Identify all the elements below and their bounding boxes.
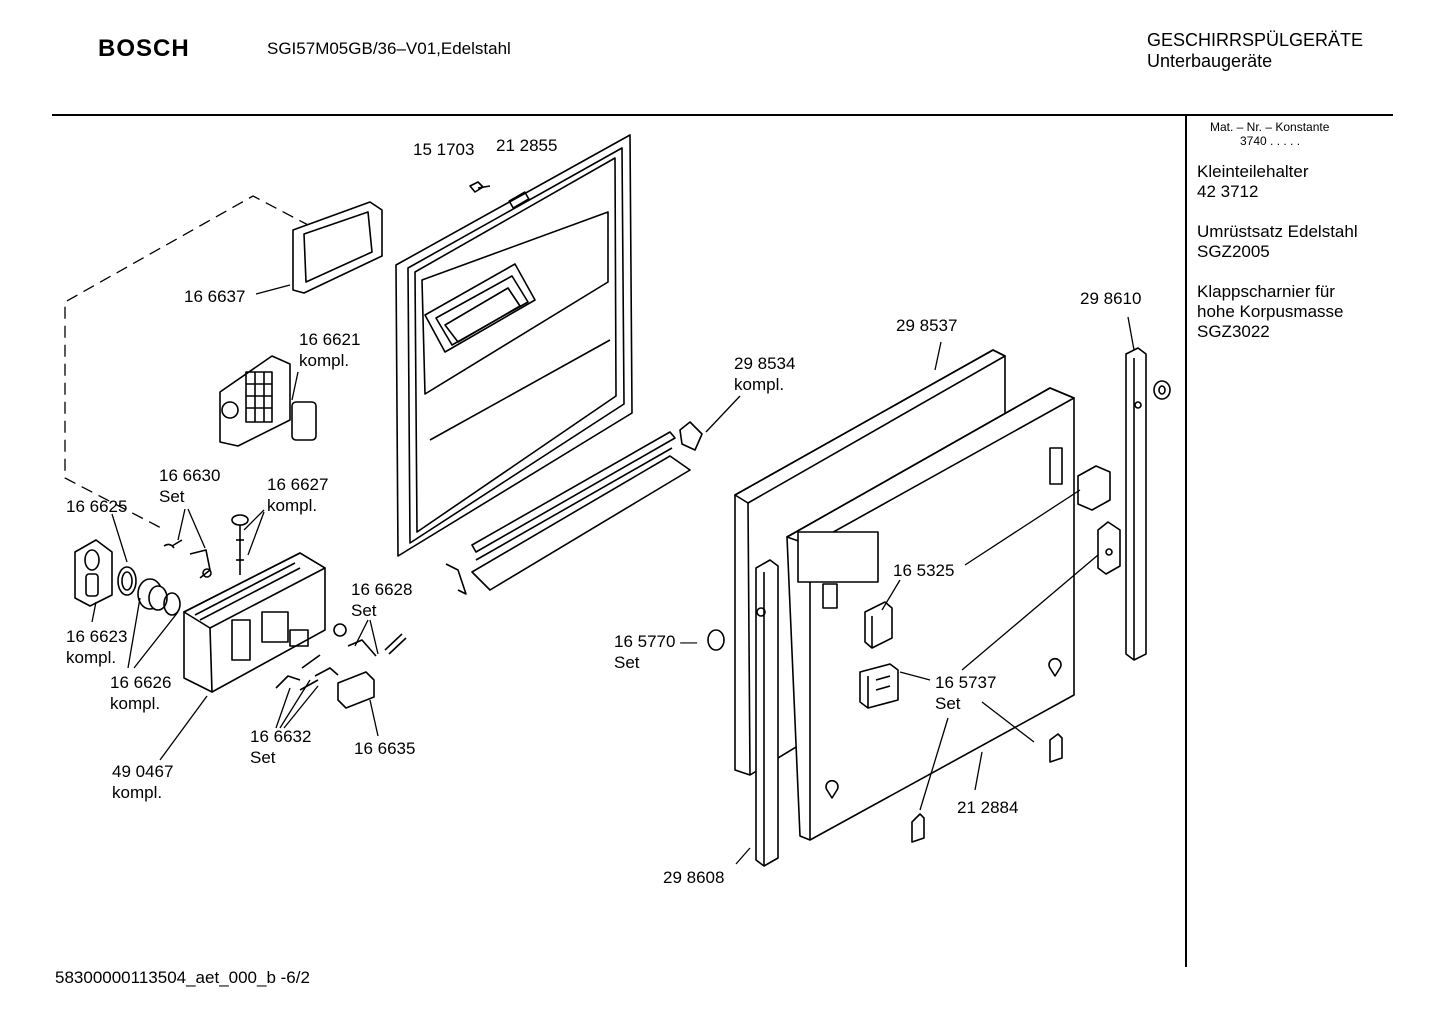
exploded-parts-diagram: 15 1703 21 2855 16 6637 16 6621 kompl. 1… [64,134,1171,887]
part-labels: 15 1703 21 2855 16 6637 16 6621 kompl. 1… [66,136,1141,887]
latch-part [864,601,893,649]
sidebar-item-umruestsatz: Umrüstsatz Edelstahl SGZ2005 [1197,222,1358,262]
sidebar-item-kleinteilehalter: Kleinteilehalter 42 3712 [1197,162,1309,202]
label-166626-sub: kompl. [110,694,160,713]
mat-value: 3740 . . . . . [1240,134,1301,148]
label-166621: 16 6621 [299,330,360,349]
label-165737: 16 5737 [935,673,996,692]
document-code: 58300000113504_aet_000_b -6/2 [55,968,310,987]
assembly-dashed-outline [64,195,311,531]
category-title: GESCHIRRSPÜLGERÄTE Unterbaugeräte [1147,30,1363,72]
label-166627: 16 6627 [267,475,328,494]
label-166626: 16 6626 [110,673,171,692]
label-166623: 16 6623 [66,627,127,646]
label-212884: 21 2884 [957,798,1018,817]
inner-door-panel [395,134,633,557]
hook-part [445,563,467,595]
label-166630: 16 6630 [159,466,220,485]
sidebar-item-code: 42 3712 [1197,182,1259,201]
label-166637: 16 6637 [184,287,245,306]
plug-cap [707,629,725,651]
mounting-frame [786,387,1075,841]
label-166627-sub: kompl. [267,496,317,515]
label-166632-sub: Set [250,748,276,767]
label-166635: 16 6635 [354,739,415,758]
side-trim-left [755,559,779,867]
mat-constant: Mat. – Nr. – Konstante 3740 . . . . . [1210,120,1329,148]
label-166623-sub: kompl. [66,648,116,667]
switch-part [337,671,375,709]
clip-part-right [1077,465,1111,511]
label-166625: 16 6625 [66,497,127,516]
label-165737-sub: Set [935,694,961,713]
label-165770-sub: Set [614,653,640,672]
label-166630-sub: Set [159,487,185,506]
model-number: SGI57M05GB/36–V01,Edelstahl [267,39,511,58]
sidebar-item-title: Klappscharnier für [1197,282,1335,301]
label-166628-sub: Set [351,601,377,620]
label-298610: 29 8610 [1080,289,1141,308]
category-line-1: GESCHIRRSPÜLGERÄTE [1147,30,1364,50]
pin-screw [231,514,249,575]
sidebar-item-title: Umrüstsatz Edelstahl [1197,222,1358,241]
hinge-block [859,663,899,709]
brand-logo: BOSCH [98,35,190,62]
header-divider [52,114,1393,116]
leader-lines [91,284,1135,865]
small-seal [291,401,317,441]
label-298608: 29 8608 [663,868,724,887]
screw-icon [469,181,491,193]
label-166632: 16 6632 [250,727,311,746]
cap-nut-icon [1153,380,1171,400]
sidebar-item-subtitle: hohe Korpusmasse [1197,302,1344,321]
clip-part-lower [1097,521,1121,575]
seal-frame [292,201,383,294]
sidebar-item-code: SGZ2005 [1197,242,1270,261]
cylinder-insert [137,578,181,616]
label-298534: 29 8534 [734,354,795,373]
dispenser-housing [183,552,326,693]
label-298537: 29 8537 [896,316,957,335]
lever-part [163,539,212,579]
label-151703: 15 1703 [413,140,474,159]
label-165325: 16 5325 [893,561,954,580]
o-ring-icon [117,566,137,596]
label-490467-sub: kompl. [112,783,162,802]
label-166621-sub: kompl. [299,351,349,370]
category-line-2: Unterbaugeräte [1147,51,1273,71]
dispenser-cover [219,355,291,447]
dispenser-knob [74,539,113,607]
label-166628: 16 6628 [351,580,412,599]
bracket-icon [679,421,703,451]
door-handle-strip [471,431,691,591]
side-trim-right [1125,347,1147,661]
tab-bracket-lower [911,733,1063,843]
mat-label: Mat. – Nr. – Konstante [1210,120,1330,134]
spring-parts [275,623,407,691]
label-165770: 16 5770 — [614,632,697,651]
label-298534-sub: kompl. [734,375,784,394]
sidebar-item-code: SGZ3022 [1197,322,1270,341]
label-490467: 49 0467 [112,762,173,781]
label-212855: 21 2855 [496,136,557,155]
sidebar-divider [1185,115,1187,967]
sidebar-item-title: Kleinteilehalter [1197,162,1309,181]
sidebar-item-klappscharnier: Klappscharnier für hohe Korpusmasse SGZ3… [1197,282,1343,342]
